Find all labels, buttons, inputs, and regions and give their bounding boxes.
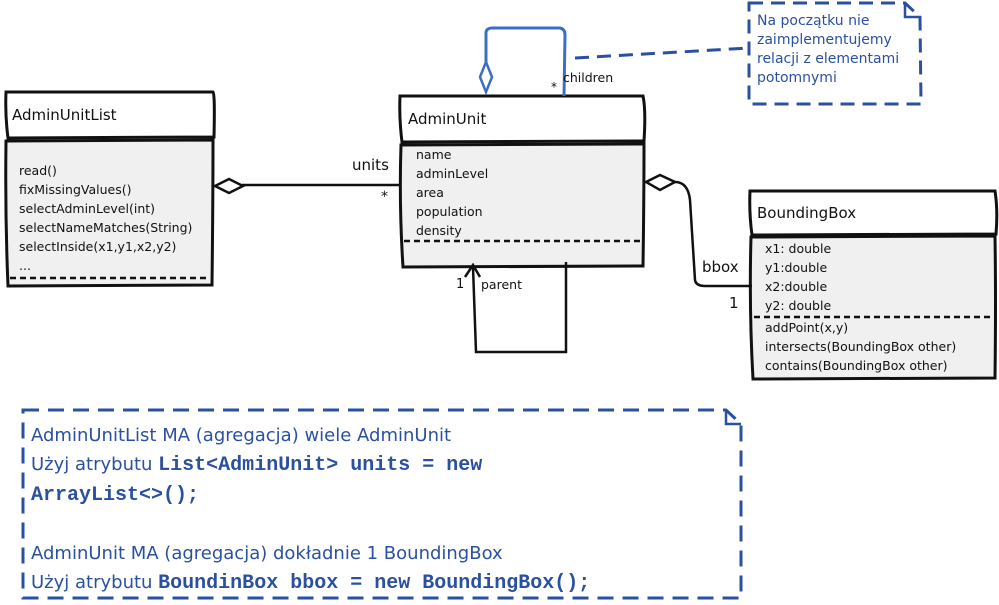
class-header-box (4, 90, 216, 140)
multiplicity-units: * (381, 189, 388, 205)
method-item: selectInside(x1,y1,x2,y2) (19, 239, 177, 254)
arrow-head (463, 262, 482, 278)
top-note-box (747, 1, 923, 106)
top-note-corner (903, 3, 920, 19)
class-header-box (748, 189, 999, 237)
code-snippet: BoundinBox bbox = new BoundingBox(); (158, 572, 591, 595)
class-header-box (398, 94, 647, 144)
role-label-bbox: bbox (702, 258, 739, 276)
class-title-admin-unit-list: AdminUnitList (12, 106, 117, 124)
note-line: zaimplementujemy (757, 32, 892, 48)
note-line: AdminUnit MA (agregacja) dokładnie 1 Bou… (31, 543, 503, 564)
method-item: addPoint(x,y) (765, 320, 849, 335)
role-label-children: children (563, 70, 614, 85)
class-body-box (398, 142, 646, 269)
method-item: contains(BoundingBox other) (765, 358, 948, 373)
method-item: selectNameMatches(String) (19, 220, 193, 235)
bottom-note-text: AdminUnitList MA (agregacja) wiele Admin… (31, 421, 590, 598)
bottom-note-corner (724, 410, 741, 426)
attribute-item: x1: double (765, 241, 832, 256)
multiplicity-bbox: 1 (729, 294, 739, 312)
self-association-parent (463, 262, 568, 354)
code-snippet: ArrayList<>(); (31, 484, 200, 507)
note-line: ArrayList<>(); (31, 480, 590, 510)
note-spacer (31, 510, 590, 539)
aggregation-bbox (643, 173, 752, 288)
bottom-note-box (21, 408, 743, 600)
note-line: potomnymi (757, 70, 837, 86)
top-note-text: Na początku nie zaimplementujemy relacji… (757, 12, 899, 88)
role-label-units: units (352, 156, 389, 174)
multiplicity-parent: 1 (456, 277, 465, 292)
note-line: Na początku nie (757, 13, 870, 29)
method-item: selectAdminLevel(int) (19, 201, 156, 216)
method-item: intersects(BoundingBox other) (765, 339, 957, 354)
attribute-item: x2:double (765, 279, 828, 294)
attribute-item: population (416, 204, 483, 219)
note-connector (574, 46, 750, 60)
aggregation-units (212, 177, 400, 195)
note-line: relacji z elementami (757, 51, 900, 67)
aggregation-diamond (212, 177, 246, 195)
attribute-item: y2: double (765, 298, 832, 313)
class-title-admin-unit: AdminUnit (408, 110, 487, 128)
self-association-children (478, 26, 567, 97)
attribute-item: area (416, 185, 444, 200)
class-body-box (748, 234, 997, 381)
note-line: Użyj atrybutu BoundinBox bbox = new Boun… (31, 572, 591, 595)
note-line: Użyj atrybutu List<AdminUnit> units = ne… (31, 454, 483, 477)
role-label-parent: parent (481, 277, 522, 292)
method-item: fixMissingValues() (19, 182, 132, 197)
multiplicity-children: * (551, 80, 557, 94)
aggregation-diamond (478, 58, 494, 96)
attribute-item: name (416, 147, 452, 162)
class-bounding-box (748, 189, 999, 381)
class-admin-unit (398, 94, 647, 269)
aggregation-diamond (643, 173, 678, 192)
attribute-item: density (416, 223, 462, 238)
attribute-item: adminLevel (416, 166, 489, 181)
method-item: read() (19, 163, 57, 178)
class-admin-unit-list (4, 90, 216, 288)
method-item: ... (19, 258, 31, 273)
class-title-bounding-box: BoundingBox (757, 204, 857, 222)
note-line: AdminUnitList MA (agregacja) wiele Admin… (31, 425, 452, 446)
code-snippet: List<AdminUnit> units = new (158, 454, 483, 477)
attribute-item: y1:double (765, 260, 828, 275)
class-body-box (4, 138, 215, 288)
